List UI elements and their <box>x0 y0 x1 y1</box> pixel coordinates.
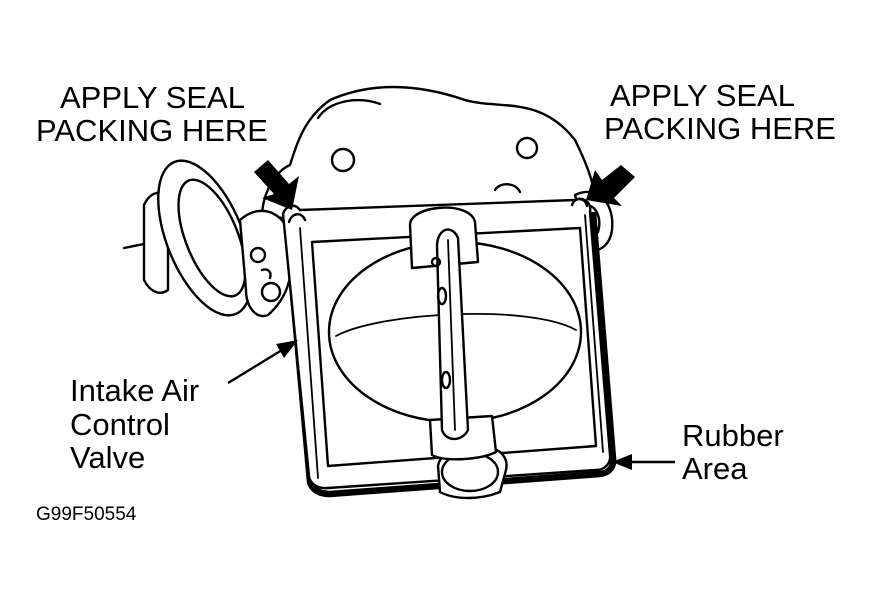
figure-code: G99F50554 <box>36 504 137 525</box>
rubber-label-line1: Rubber <box>682 418 784 453</box>
intake-housing <box>260 85 598 220</box>
intake-label-line2: Control <box>70 407 170 442</box>
rubber-pointer-arrow <box>612 454 675 470</box>
seal-label-right-line2: PACKING HERE <box>604 111 836 146</box>
seal-label-left-line1: APPLY SEAL <box>60 80 245 115</box>
intake-pointer-arrow <box>227 340 298 385</box>
intake-label-line1: Intake Air <box>70 373 199 408</box>
actuator-diaphragm <box>122 159 294 318</box>
intake-air-control-valve <box>281 197 617 500</box>
seal-arrow-right <box>586 165 635 206</box>
seal-label-right-line1: APPLY SEAL <box>610 78 795 113</box>
seal-arrow-left <box>254 160 299 210</box>
seal-label-left-line2: PACKING HERE <box>36 113 268 148</box>
intake-label-line3: Valve <box>70 440 145 475</box>
rubber-label-line2: Area <box>682 451 748 486</box>
bolt-hole-right <box>515 136 539 160</box>
bolt-hole-left <box>330 147 356 173</box>
